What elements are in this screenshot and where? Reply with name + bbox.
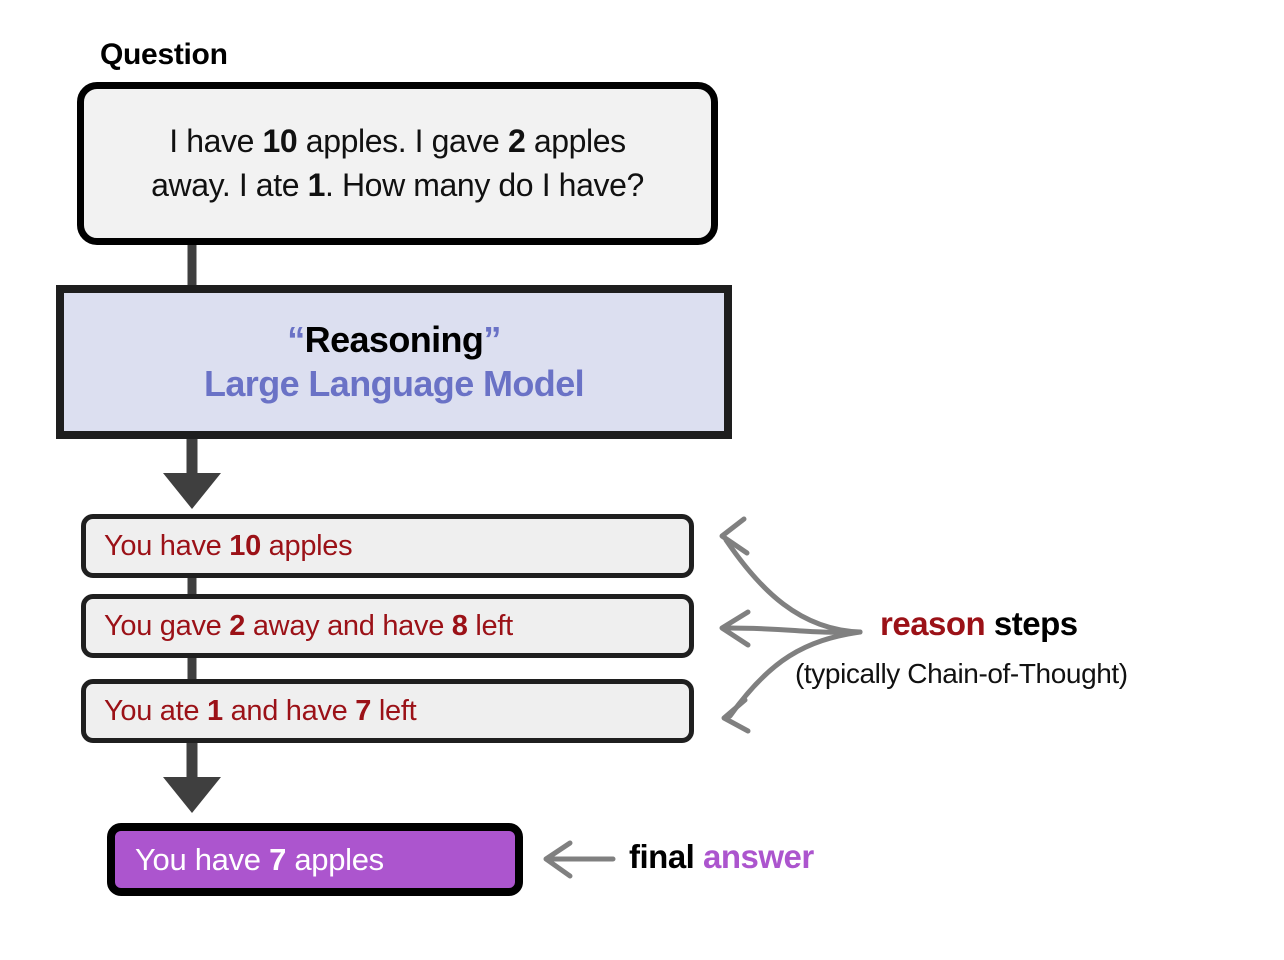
reason-steps-label: reason steps <box>880 605 1078 643</box>
reason-word: reason <box>880 605 986 642</box>
final-answer-box: You have 7 apples <box>107 823 523 896</box>
annotation-arrow-final-answer <box>543 840 616 879</box>
llm-title-text: Reasoning <box>304 318 484 360</box>
final-answer-text: You have 7 apples <box>135 841 384 877</box>
question-line-1: I have 10 apples. I gave 2 apples <box>169 123 626 160</box>
question-text: I have 10 apples. I gave 2 apples away. … <box>84 120 711 206</box>
answer-word: answer <box>703 838 814 875</box>
reason-step-box: You ate 1 and have 7 left <box>81 679 694 743</box>
llm-node-subtitle: Large Language Model <box>203 363 585 405</box>
llm-node: “Reasoning” Large Language Model <box>56 285 732 439</box>
final-answer-label: final answer <box>629 838 814 876</box>
annotation-arrows-reason-steps <box>719 516 863 734</box>
arrow-llm-to-steps <box>163 439 221 509</box>
reason-step-text: You gave 2 away and have 8 left <box>104 609 513 642</box>
final-word: final <box>629 838 704 875</box>
question-line-2: away. I ate 1. How many do I have? <box>151 166 644 203</box>
reason-step-text: You ate 1 and have 7 left <box>104 694 417 727</box>
question-label: Question <box>100 38 228 71</box>
reason-step-box: You have 10 apples <box>81 514 694 578</box>
reason-steps-sublabel: (typically Chain-of-Thought) <box>795 658 1128 689</box>
reason-step-text: You have 10 apples <box>104 529 353 562</box>
arrow-steps-to-answer <box>163 743 221 813</box>
steps-word: steps <box>985 605 1078 642</box>
quote-close: ” <box>483 318 501 360</box>
quote-open: “ <box>287 318 305 360</box>
reason-step-box: You gave 2 away and have 8 left <box>81 594 694 658</box>
question-box: I have 10 apples. I gave 2 apples away. … <box>77 82 718 245</box>
llm-node-title: “Reasoning” <box>287 318 501 360</box>
